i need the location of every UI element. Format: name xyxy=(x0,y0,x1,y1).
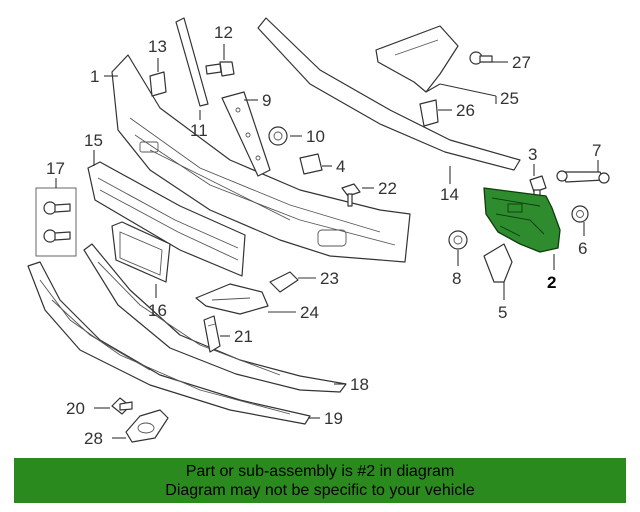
callout-23: 23 xyxy=(320,269,339,288)
callout-24: 24 xyxy=(300,303,319,322)
callout-8: 8 xyxy=(452,269,461,288)
callout-15: 15 xyxy=(84,131,103,150)
part-19-air-deflector xyxy=(27,261,311,425)
part-24-bracket xyxy=(195,283,269,315)
part-6-nut xyxy=(571,205,589,223)
part-27-bolt xyxy=(469,51,493,65)
callout-27: 27 xyxy=(512,53,531,72)
callout-13: 13 xyxy=(148,37,167,56)
callout-2: 2 xyxy=(547,273,556,292)
part-17-bolts xyxy=(35,187,77,257)
callout-5: 5 xyxy=(498,303,507,322)
leader-lines xyxy=(55,44,599,439)
part-14-upper-trim xyxy=(257,17,521,171)
part-15-reinforcement xyxy=(87,161,246,277)
part-7-link xyxy=(556,170,610,184)
callout-3: 3 xyxy=(528,145,537,164)
callout-17: 17 xyxy=(46,159,65,178)
part-4-clip xyxy=(299,153,323,175)
part-2-bracket-highlighted xyxy=(483,187,561,253)
callout-25: 25 xyxy=(500,89,519,108)
callout-26: 26 xyxy=(456,101,475,120)
callout-12: 12 xyxy=(214,23,233,42)
callout-7: 7 xyxy=(592,141,601,160)
callout-10: 10 xyxy=(306,127,325,146)
callout-14: 14 xyxy=(440,185,459,204)
callout-20: 20 xyxy=(66,399,85,418)
part-1-bumper-face-bar xyxy=(111,54,411,263)
part-22-bolt xyxy=(341,183,361,207)
part-8-nut xyxy=(448,230,468,250)
callout-6: 6 xyxy=(578,239,587,258)
callout-28: 28 xyxy=(84,429,103,448)
part-26-clip xyxy=(419,99,439,127)
callout-9: 9 xyxy=(262,91,271,110)
info-banner: Part or sub-assembly is #2 in diagram Di… xyxy=(14,458,626,503)
parts-diagram: 1 2 3 4 5 6 7 8 9 10 11 12 13 14 15 16 1… xyxy=(27,17,610,448)
banner-line-2: Diagram may not be specific to your vehi… xyxy=(165,482,475,499)
callout-4: 4 xyxy=(336,157,345,176)
part-28-tow-cover xyxy=(125,409,169,443)
callout-21: 21 xyxy=(234,327,253,346)
banner-line-1: Part or sub-assembly is #2 in diagram xyxy=(185,463,455,480)
part-20-bolt xyxy=(111,397,133,415)
callout-18: 18 xyxy=(350,375,369,394)
part-25-bracket xyxy=(375,25,459,93)
part-23-bracket xyxy=(269,271,299,293)
part-12-bolt xyxy=(205,61,235,77)
callout-19: 19 xyxy=(324,409,343,428)
part-11-strip xyxy=(175,17,209,107)
callout-22: 22 xyxy=(378,179,397,198)
callout-16: 16 xyxy=(148,301,167,320)
part-9-bracket xyxy=(221,91,271,177)
part-10-nut xyxy=(268,126,288,146)
part-16-license-bracket xyxy=(111,221,171,283)
part-21-bracket xyxy=(203,315,221,353)
callout-labels: 1 2 3 4 5 6 7 8 9 10 11 12 13 14 15 16 1… xyxy=(46,23,601,448)
part-13-clip xyxy=(149,71,167,97)
callout-11: 11 xyxy=(190,121,208,140)
part-5-bracket xyxy=(483,243,513,283)
callout-1: 1 xyxy=(90,67,99,86)
